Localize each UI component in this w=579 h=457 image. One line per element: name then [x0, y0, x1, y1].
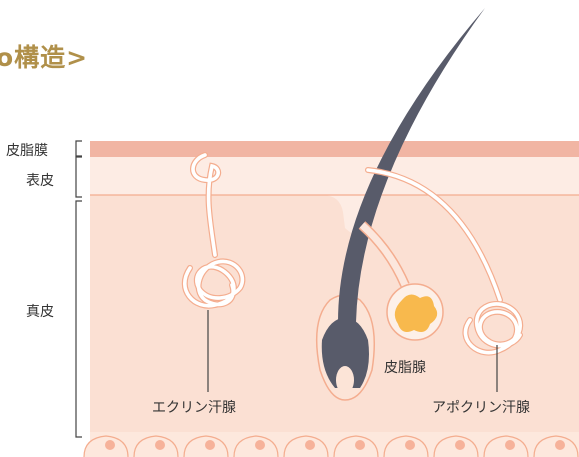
dermis-bracket	[75, 200, 82, 438]
hair-follicle	[315, 8, 485, 401]
epidermis-bracket	[75, 156, 82, 198]
cell-nucleus	[155, 440, 165, 450]
label-epidermis: 表皮	[26, 173, 54, 189]
sebum-membrane-bracket	[75, 140, 82, 157]
apocrine-label: アポクリン汗腺	[432, 400, 530, 416]
cell-nucleus	[355, 440, 365, 450]
label-sebum-membrane: 皮脂膜	[6, 143, 48, 159]
hair-shaft	[338, 8, 485, 322]
sebaceous-gland	[358, 221, 444, 341]
cell-nucleus	[205, 440, 215, 450]
cell-nucleus	[455, 440, 465, 450]
label-dermis: 真皮	[26, 304, 54, 320]
cell-nucleus	[305, 440, 315, 450]
sebum-membrane-layer	[90, 141, 579, 157]
cell-nucleus	[505, 440, 515, 450]
eccrine-sweat-gland	[181, 152, 246, 309]
eccrine-label: エクリン汗腺	[152, 400, 236, 416]
basal-cells	[83, 432, 579, 457]
sebum-blob	[394, 294, 438, 332]
layer-brackets	[75, 140, 82, 438]
page-title: o構造>	[0, 43, 89, 72]
apocrine-sweat-gland	[365, 167, 524, 356]
cell-nucleus	[105, 440, 115, 450]
cell-nucleus	[555, 440, 565, 450]
cell-nucleus	[255, 440, 265, 450]
cell-nucleus	[405, 440, 415, 450]
sebaceous-label: 皮脂腺	[384, 360, 426, 376]
